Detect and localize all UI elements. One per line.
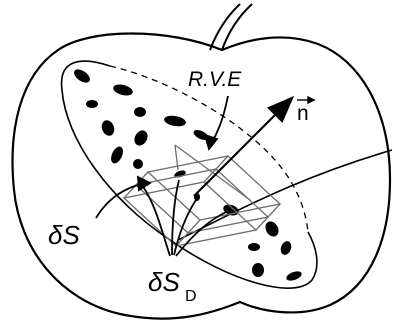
rve-pointer-head [203, 133, 219, 151]
dsd-pointer-line [171, 179, 180, 256]
defect [248, 243, 260, 251]
body-outline [11, 32, 392, 320]
defect [113, 84, 133, 96]
cube-edge [174, 144, 251, 201]
dsd-pointer-line [141, 184, 171, 257]
defect [280, 241, 292, 255]
cube-edge [203, 155, 229, 183]
ds-pointer-head [136, 175, 152, 192]
boundary-curve [177, 149, 393, 241]
rve-pointer-line [211, 95, 229, 143]
section-plane-solid [60, 60, 318, 289]
ds-pointer [95, 175, 152, 219]
defect [134, 130, 148, 146]
dsd-pointer-line [175, 211, 227, 257]
dsd-pointer-line [173, 199, 197, 256]
defect [101, 120, 115, 136]
defect [86, 100, 98, 108]
defect [111, 146, 123, 164]
cube-edge [174, 144, 179, 171]
cube-edge [255, 203, 281, 231]
dsd-pointers [141, 179, 227, 257]
stem [209, 3, 253, 51]
normal-label-arrow [297, 95, 316, 105]
defect [164, 115, 186, 127]
defect [133, 159, 143, 169]
delta-sd-subscript: D [185, 288, 197, 305]
defect [74, 69, 90, 83]
cube-edge [175, 219, 201, 247]
rve-pointer [203, 95, 229, 151]
defects [74, 69, 302, 281]
defect [134, 107, 146, 117]
delta-s-label: δS [48, 220, 80, 250]
rve-cube [122, 144, 282, 247]
defect [265, 221, 279, 237]
defect [252, 263, 264, 277]
normal-arrow-head [267, 95, 295, 123]
delta-sd-label: δS [148, 267, 180, 297]
defect [193, 130, 209, 140]
defect [286, 271, 302, 281]
normal-arrow-shaft [193, 109, 281, 197]
rve-label: R.V.E [188, 68, 242, 91]
normal-vector [193, 95, 295, 197]
section-plane-dashed [109, 65, 309, 233]
normal-label: n [297, 102, 309, 125]
